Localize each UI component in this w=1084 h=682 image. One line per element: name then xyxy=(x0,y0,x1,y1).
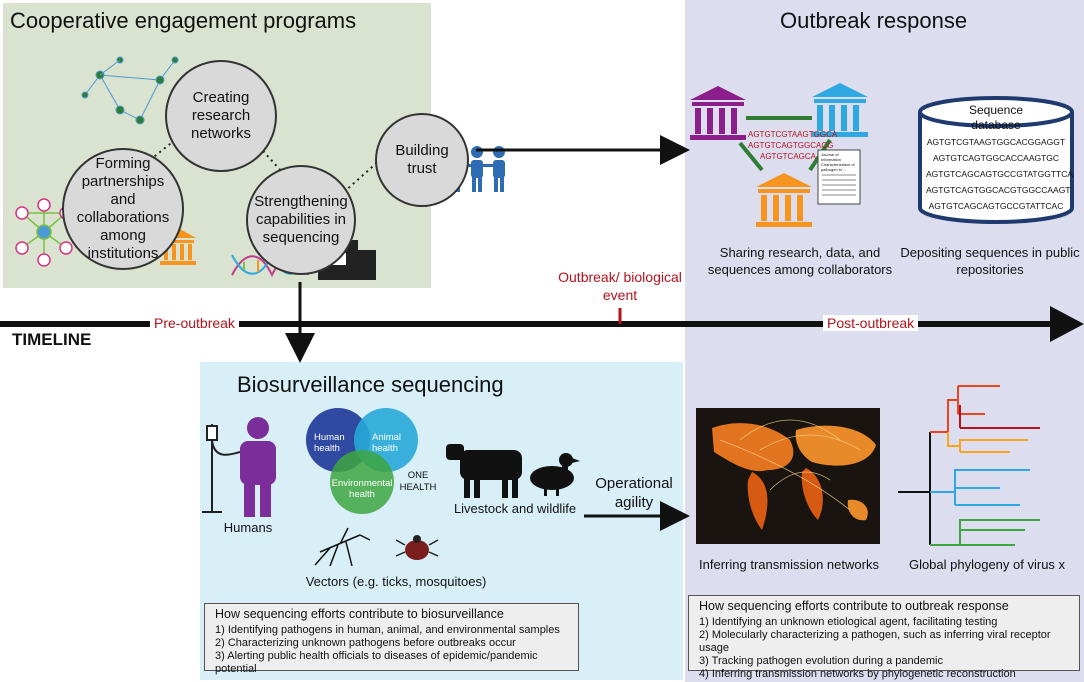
human-icon xyxy=(240,417,276,517)
research-networks-circle: Creating research networks xyxy=(165,60,277,172)
outbreak-response-title: Outbreak response xyxy=(780,8,968,33)
livestock-caption: Livestock and wildlife xyxy=(453,501,577,516)
database-title-line1: Sequence xyxy=(968,103,1024,117)
institution-purple-icon xyxy=(690,86,746,140)
biosurveillance-title: Biosurveillance sequencing xyxy=(237,372,504,397)
list-item: 1) Identifying pathogens in human, anima… xyxy=(215,624,560,636)
caption-sharing: Sharing research, data, and sequences am… xyxy=(707,245,893,277)
capabilities-circle: Strengthening capabilities in sequencing xyxy=(246,165,356,275)
mosquito-icon xyxy=(314,527,371,567)
institution-orange-icon xyxy=(756,173,812,227)
database-row: AGTGTCAGTGGCACGTGGCCAAGT xyxy=(926,185,1071,195)
journal-icon xyxy=(817,149,861,205)
humans-caption: Humans xyxy=(223,520,273,535)
caption-depositing: Depositing sequences in public repositor… xyxy=(900,245,1080,277)
biosurveillance-info-box: How sequencing efforts contribute to bio… xyxy=(204,603,579,675)
caption-transmission: Inferring transmission networks xyxy=(699,557,879,572)
venn-environmental-label: Environmental health xyxy=(331,478,393,500)
venn-animal-label: Animal health xyxy=(372,432,402,454)
database-row: AGTGTCAGCAGTGCCGTATTCAC xyxy=(928,201,1064,211)
list-item: 3) Alerting public health officials to d… xyxy=(215,650,538,675)
vectors-caption: Vectors (e.g. ticks, mosquitoes) xyxy=(305,574,487,589)
iv-stand-icon xyxy=(202,424,241,513)
list-item: 4) Inferring transmission networks by ph… xyxy=(699,668,1016,680)
database-row: AGTGTCGTAAGTGGCACGGAGGT xyxy=(926,137,1066,147)
partnerships-circle: Forming partnerships and collaborations … xyxy=(62,148,184,270)
database-title-line2: database xyxy=(971,118,1021,132)
institution-blue-icon xyxy=(812,83,868,137)
list-item: 2) Molecularly characterizing a pathogen… xyxy=(699,629,1051,654)
journal-text: Journal of Information Characterization … xyxy=(821,152,855,172)
list-item: 3) Tracking pathogen evolution during a … xyxy=(699,655,943,667)
venn-human-label: Human health xyxy=(314,432,345,454)
one-health-label: ONE HEALTH xyxy=(399,470,437,493)
world-map-image xyxy=(696,408,880,544)
database-row: AGTGTCAGCAGTGCCGTATGGTTCA xyxy=(926,169,1074,179)
database-row: AGTGTCAGTGGCACCAAGTGC xyxy=(932,153,1060,163)
caption-phylogeny: Global phylogeny of virus x xyxy=(908,557,1066,572)
operational-agility-label: Operational agility xyxy=(595,475,673,511)
outbreak-info-box: How sequencing efforts contribute to out… xyxy=(688,595,1080,680)
trust-circle: Building trust xyxy=(375,113,469,207)
one-health-venn xyxy=(306,408,418,514)
pre-outbreak-label: Pre-outbreak xyxy=(150,315,239,331)
sequence-text-2: AGTGTCAGTGGCACG xyxy=(748,141,834,150)
post-outbreak-label: Post-outbreak xyxy=(823,315,919,331)
phylogeny-tree xyxy=(898,385,1040,546)
cooperative-title: Cooperative engagement programs xyxy=(10,8,357,33)
network-icon xyxy=(81,56,179,125)
sequence-text-3: AGTGTCAGCA xyxy=(760,152,817,161)
duck-icon xyxy=(530,453,580,496)
sequence-text-1: AGTGTCGTAAGTGGCA xyxy=(748,130,838,139)
timeline-label: TIMELINE xyxy=(12,330,92,349)
biosurveillance-box-title: How sequencing efforts contribute to bio… xyxy=(215,607,504,621)
outbreak-event-label: Outbreak/ biological event xyxy=(558,269,682,303)
tick-icon xyxy=(395,535,439,560)
database-icon xyxy=(918,96,1074,224)
cow-icon xyxy=(446,444,522,498)
list-item: 2) Characterizing unknown pathogens befo… xyxy=(215,637,516,649)
list-item: 1) Identifying an unknown etiological ag… xyxy=(699,616,998,628)
outbreak-box-title: How sequencing efforts contribute to out… xyxy=(699,599,1009,613)
